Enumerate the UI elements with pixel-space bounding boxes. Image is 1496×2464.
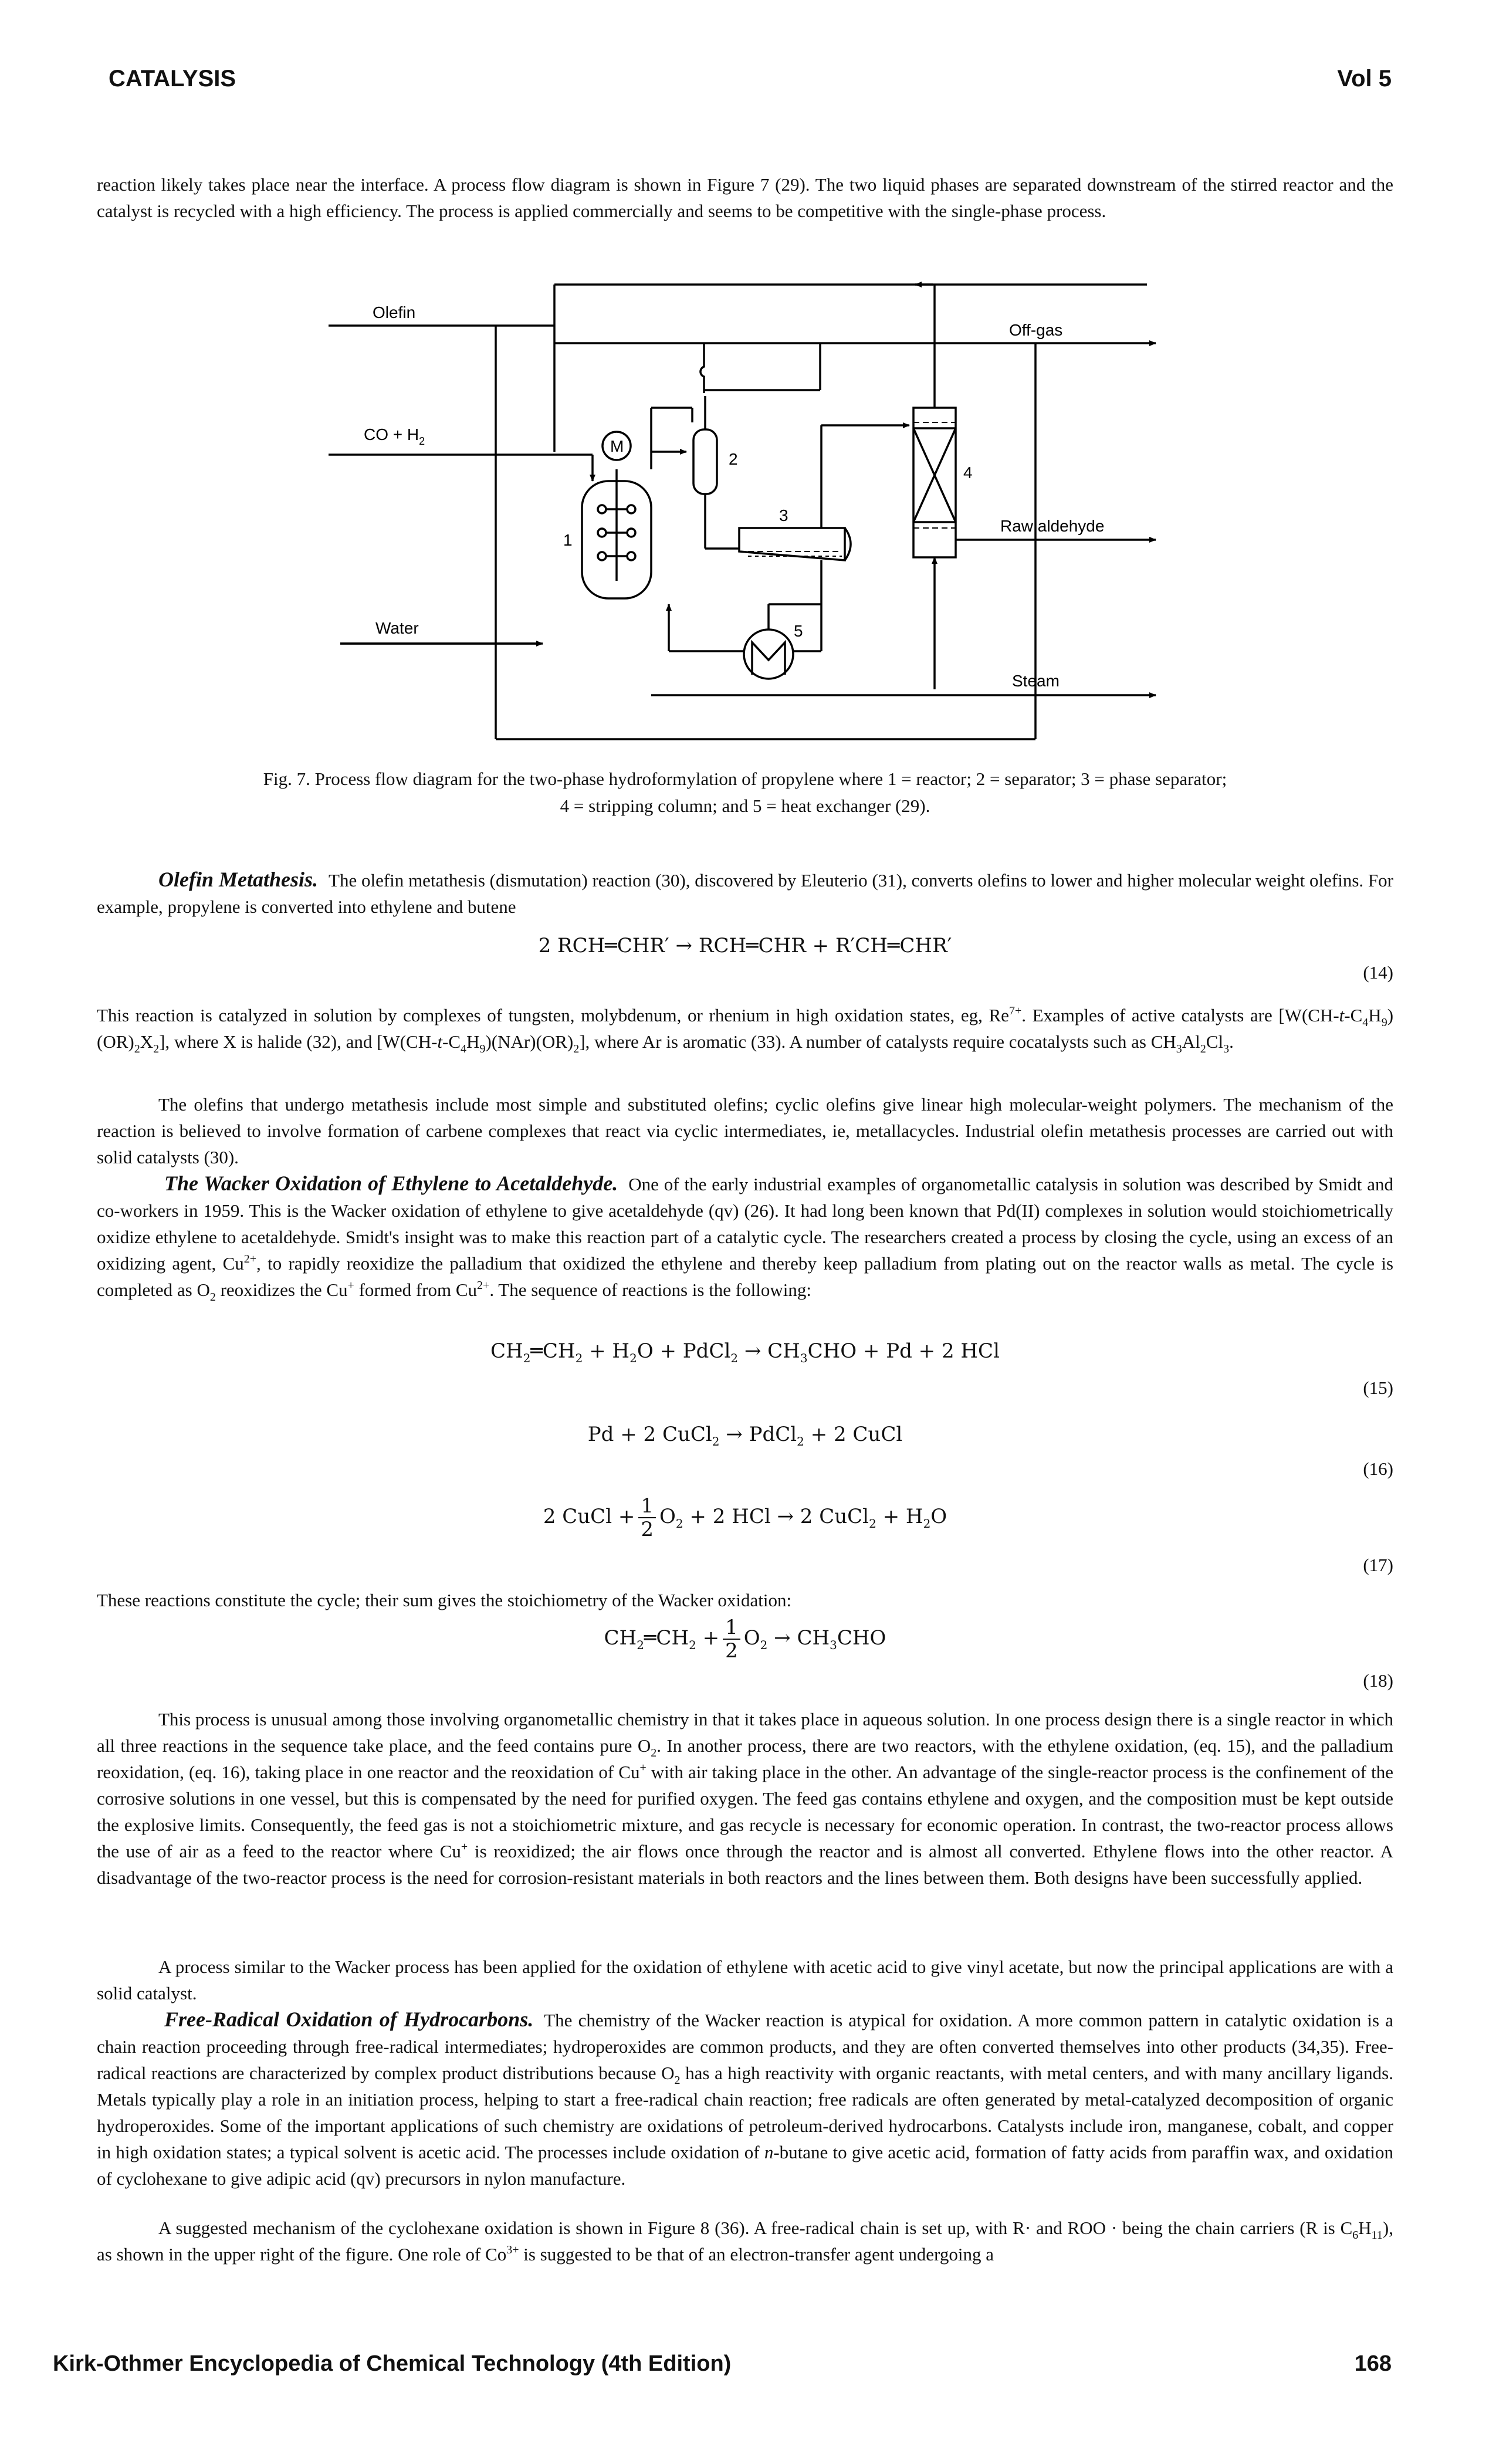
equation-17-number: (17) — [1363, 1555, 1393, 1575]
separator-vessel — [692, 428, 718, 495]
label-olefin: Olefin — [373, 303, 415, 321]
label-column-number: 4 — [963, 463, 973, 482]
label-motor: M — [610, 437, 624, 455]
cycle-sentence: These reactions constitute the cycle; th… — [97, 1590, 792, 1610]
equation-15: CH2═CH2 + H2O + PdCl2 → CH3CHO + Pd + 2 … — [490, 1339, 1000, 1365]
free-radical-paragraph: Free-Radical Oxidation of Hydrocarbons.T… — [97, 2008, 1393, 2189]
section-heading-metathesis: Olefin Metathesis. — [158, 868, 319, 891]
stripping-column — [912, 407, 957, 559]
metathesis-paragraph-2: This reaction is catalyzed in solution b… — [97, 1004, 1394, 1055]
equation-16-number: (16) — [1363, 1458, 1393, 1479]
phase-separator — [738, 527, 846, 561]
label-phase-separator-number: 3 — [779, 506, 788, 524]
metathesis-paragraph-1: Olefin Metathesis.The olefin metathesis … — [97, 868, 1393, 917]
equation-14: 2 RCH═CHR′ → RCH═CHR + R′CH═CHR′ — [538, 934, 952, 957]
process-flow-diagram: Olefin Off-gas CO + H2 M 1 2 3 4 5 Raw a… — [329, 282, 1156, 740]
label-reactor-number: 1 — [563, 531, 573, 549]
label-raw-aldehyde: Raw aldehyde — [1000, 517, 1104, 535]
section-heading-wacker: The Wacker Oxidation of Ethylene to Acet… — [164, 1172, 618, 1195]
wacker-paragraph-1: The Wacker Oxidation of Ethylene to Acet… — [97, 1172, 1394, 1304]
vinyl-acetate-paragraph: A process similar to the Wacker process … — [97, 1957, 1393, 2003]
equation-18-number: (18) — [1363, 1670, 1393, 1691]
label-separator-number: 2 — [729, 450, 738, 468]
footer-source: Kirk-Othmer Encyclopedia of Chemical Tec… — [53, 2351, 732, 2376]
intro-paragraph: reaction likely takes place near the int… — [97, 174, 1393, 221]
metathesis-paragraph-3: The olefins that undergo metathesis incl… — [97, 1094, 1393, 1167]
label-offgas: Off-gas — [1009, 321, 1062, 339]
section-heading-free-radical: Free-Radical Oxidation of Hydrocarbons. — [164, 2008, 534, 2031]
running-header-volume: Vol 5 — [1337, 66, 1392, 92]
motor-circle — [601, 431, 632, 461]
mechanism-paragraph: A suggested mechanism of the cyclohexane… — [97, 2218, 1393, 2265]
label-syngas: CO + H2 — [364, 425, 425, 447]
equation-14-number: (14) — [1363, 962, 1393, 983]
label-steam: Steam — [1012, 672, 1060, 690]
running-header-title: CATALYSIS — [109, 66, 236, 92]
page-number: 168 — [1354, 2351, 1392, 2376]
figure-caption: Fig. 7. Process flow diagram for the two… — [263, 769, 1227, 816]
process-paragraph: This process is unusual among those invo… — [97, 1709, 1393, 1888]
label-water: Water — [375, 619, 419, 637]
equation-15-number: (15) — [1363, 1377, 1393, 1398]
equation-16: Pd + 2 CuCl2 → PdCl2 + 2 CuCl — [587, 1423, 903, 1448]
label-exchanger-number: 5 — [794, 622, 803, 640]
